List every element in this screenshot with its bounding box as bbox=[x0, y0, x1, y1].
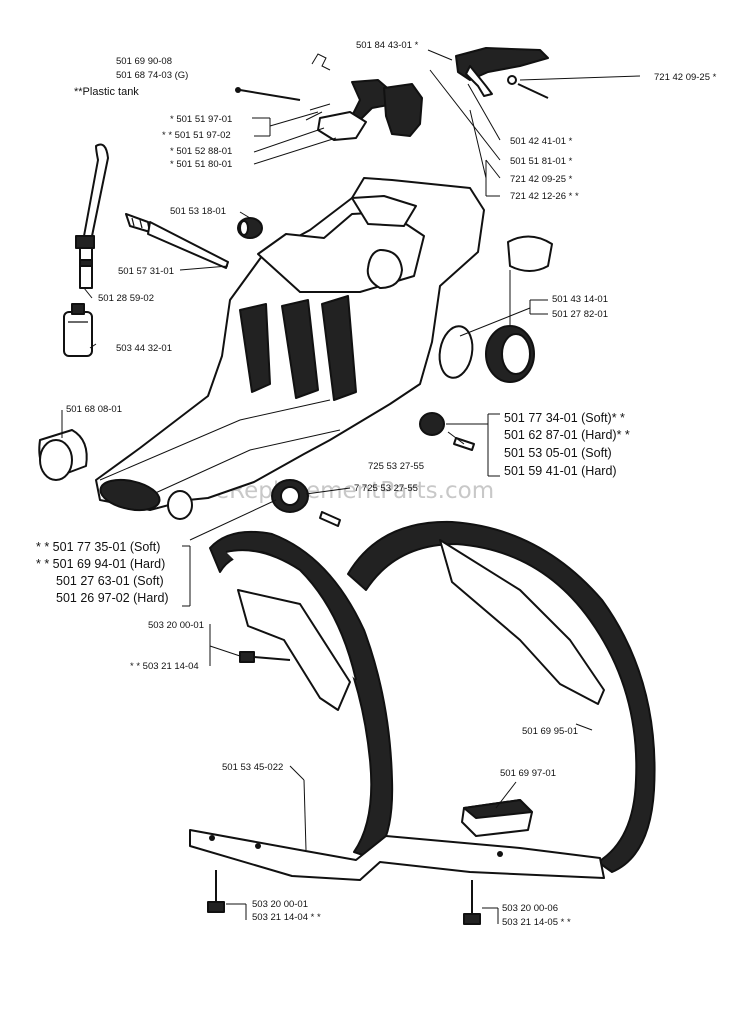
label-503-21-14-04-lower: 503 21 14-04 * * bbox=[252, 912, 321, 923]
label-503-20-00-01-lower: 503 20 00-01 bbox=[252, 899, 308, 910]
label-501-26-97-02: 501 26 97-02 (Hard) bbox=[56, 591, 169, 605]
label-501-68-74-03: 501 68 74-03 (G) bbox=[116, 70, 188, 81]
label-501-57-31-01: 501 57 31-01 bbox=[118, 266, 174, 277]
label-501-52-88-01: * 501 52 88-01 bbox=[170, 146, 232, 157]
label-501-53-18-01: 501 53 18-01 bbox=[170, 206, 226, 217]
part-number-labels: 501 69 90-08 501 68 74-03 (G) **Plastic … bbox=[36, 40, 717, 928]
handle-bracket-drawing bbox=[189, 829, 605, 881]
label-503-44-32-01: 503 44 32-01 bbox=[116, 343, 172, 354]
label-501-69-90-08: 501 69 90-08 bbox=[116, 56, 172, 67]
label-501-51-80-01: * 501 51 80-01 bbox=[170, 159, 232, 170]
o-ring-drawing bbox=[438, 325, 474, 379]
label-501-28-59-02: 501 28 59-02 bbox=[98, 293, 154, 304]
plastic-tank-note: **Plastic tank bbox=[74, 86, 139, 98]
label-501-51-97-01: * 501 51 97-01 bbox=[170, 114, 232, 125]
label-503-20-00-06: 503 20 00-06 bbox=[502, 903, 558, 914]
label-721-42-09-25: 721 42 09-25 * bbox=[510, 174, 573, 185]
label-721-42-12-26: 721 42 12-26 * * bbox=[510, 191, 579, 202]
label-501-42-41-01: 501 42 41-01 * bbox=[510, 136, 573, 147]
label-503-21-14-04-upper: * * 503 21 14-04 bbox=[130, 661, 199, 672]
label-7-725-53-27-55: 7 725 53 27-55 bbox=[354, 483, 418, 494]
label-501-69-94-01: * * 501 69 94-01 (Hard) bbox=[36, 557, 165, 571]
label-501-51-81-01: 501 51 81-01 * bbox=[510, 156, 573, 167]
label-501-27-63-01: 501 27 63-01 (Soft) bbox=[56, 574, 164, 588]
label-725-53-27-55: 725 53 27-55 bbox=[368, 461, 424, 472]
bracket-block-drawing bbox=[461, 799, 533, 837]
label-503-20-00-01-upper: 503 20 00-01 bbox=[148, 620, 204, 631]
anti-vibration-cylinder-drawing bbox=[38, 429, 88, 481]
label-501-53-05-01: 501 53 05-01 (Soft) bbox=[504, 446, 612, 460]
label-501-27-82-01: 501 27 82-01 bbox=[552, 309, 608, 320]
tank-housing-drawing bbox=[95, 177, 485, 520]
front-handle-right-drawing bbox=[347, 520, 656, 873]
watermark-text: eReplacementParts.com bbox=[215, 478, 494, 504]
throttle-trigger-drawing bbox=[305, 53, 423, 141]
fuel-filter-drawing bbox=[63, 303, 93, 357]
choke-lever-drawing bbox=[455, 47, 549, 99]
label-501-69-97-01: 501 69 97-01 bbox=[500, 768, 556, 779]
handle-screw-upper-drawing bbox=[239, 651, 291, 663]
vent-valve-drawing bbox=[125, 213, 229, 269]
label-501-53-45-022: 501 53 45-022 bbox=[222, 762, 283, 773]
bushing-drawing bbox=[237, 217, 263, 239]
bracket-screw-left-drawing bbox=[207, 870, 225, 913]
anti-vibration-buffer-right-drawing bbox=[419, 412, 475, 451]
label-721-42-09-25-top: 721 42 09-25 * bbox=[654, 72, 717, 83]
label-501-59-41-01: 501 59 41-01 (Hard) bbox=[504, 464, 617, 478]
label-501-77-34-01: 501 77 34-01 (Soft)* * bbox=[504, 411, 625, 425]
label-503-21-14-05: 503 21 14-05 * * bbox=[502, 917, 571, 928]
label-501-62-87-01: 501 62 87-01 (Hard)* * bbox=[504, 428, 630, 442]
label-501-43-14-01: 501 43 14-01 bbox=[552, 294, 608, 305]
anti-vibration-buffer-center-drawing bbox=[271, 479, 341, 527]
bracket-screw-right-drawing bbox=[463, 880, 481, 925]
label-501-84-43-01: 501 84 43-01 * bbox=[356, 40, 419, 51]
fuel-hose-drawing bbox=[75, 143, 109, 289]
throttle-rod-drawing bbox=[235, 87, 301, 101]
label-501-77-35-01: * * 501 77 35-01 (Soft) bbox=[36, 540, 160, 554]
label-501-69-95-01: 501 69 95-01 bbox=[522, 726, 578, 737]
leader-lines bbox=[61, 49, 641, 924]
fuel-cap-drawing bbox=[485, 235, 553, 383]
label-501-68-08-01: 501 68 08-01 bbox=[66, 404, 122, 415]
label-501-51-97-02: * * 501 51 97-02 bbox=[162, 130, 231, 141]
